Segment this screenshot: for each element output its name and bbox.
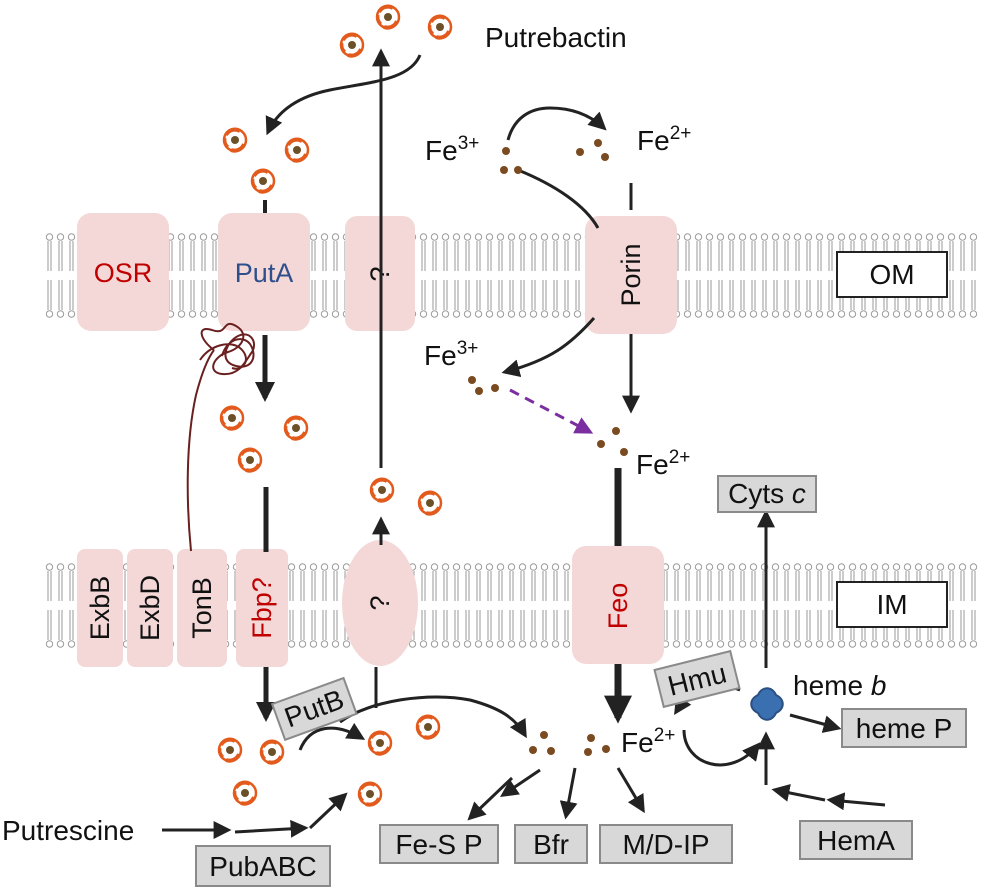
iron-ion-icon (468, 376, 499, 395)
svg-text:Cyts c: Cyts c (728, 478, 806, 509)
box-heme-p-label: heme P (856, 713, 953, 744)
box-m-d-ip: M/D-IP (599, 824, 733, 864)
siderophore-icon (259, 739, 285, 765)
putrebactin-label: Putrebactin (485, 22, 627, 53)
fe3-reduction-arrow (509, 388, 594, 434)
tonb-tether (186, 323, 256, 552)
protein-tonb-label: TonB (187, 577, 217, 639)
protein-feo: Feo (572, 546, 664, 664)
fe2-top-label: Fe2+ (637, 123, 691, 156)
box-fe-s-p-label: Fe-S P (395, 829, 482, 860)
siderophore-icon (219, 405, 245, 431)
siderophore-icon (357, 781, 383, 807)
protein-osr: OSR (77, 213, 169, 331)
protein-puta: PutA (218, 213, 310, 331)
protein-tonb: TonB (177, 549, 227, 667)
box-bfr: Bfr (514, 824, 588, 864)
box-pubabc-label: PubABC (209, 851, 316, 882)
heme-b-label: heme b (793, 670, 886, 701)
protein-fbp: Fbp? (236, 549, 288, 667)
siderophore-icon (415, 714, 441, 740)
protein-feo-label: Feo (603, 583, 633, 630)
im-label-box: IM (836, 581, 948, 628)
protein-fbp-label: Fbp? (247, 577, 277, 639)
siderophore-icon (237, 447, 263, 473)
box-hema-label: HemA (817, 825, 895, 856)
iron-ion-icons (468, 139, 628, 756)
box-hema: HemA (799, 820, 913, 860)
iron-ion-icon (576, 139, 609, 161)
siderophore-icon (232, 780, 258, 806)
protein-exbb: ExbB (77, 549, 123, 667)
fe2-mid-label: Fe2+ (636, 447, 690, 480)
siderophore-icon (417, 490, 443, 516)
siderophore-icon (369, 477, 395, 503)
box-pubabc: PubABC (195, 845, 331, 887)
box-hmu-label: Hmu (665, 657, 730, 701)
box-fe-s-p: Fe-S P (379, 824, 499, 864)
fe3-mid-label: Fe3+ (424, 338, 478, 371)
protein-exbd-label: ExbD (135, 575, 165, 641)
heme-icon (750, 687, 784, 721)
box-bfr-label: Bfr (533, 829, 569, 860)
arrows (162, 48, 886, 839)
box-heme-p: heme P (841, 708, 967, 748)
siderophore-icon (339, 32, 365, 58)
protein-exbd: ExbD (127, 549, 173, 667)
outer-membrane (45, 233, 980, 318)
iron-ion-icon (529, 731, 610, 756)
siderophore-icon (367, 730, 393, 756)
siderophore-icon (250, 168, 276, 194)
fe2-bottom-label: Fe2+ (621, 725, 675, 758)
siderophore-icon (284, 137, 310, 163)
box-cyts-c: Cyts c (717, 475, 817, 513)
siderophore-icon (217, 737, 243, 763)
protein-im-unknown: ? (342, 540, 418, 666)
protein-porin: Porin (585, 216, 677, 334)
om-label: OM (869, 259, 914, 290)
siderophore-icon (375, 4, 401, 30)
protein-im-unknown-label: ? (365, 595, 395, 610)
protein-exbb-label: ExbB (85, 576, 115, 641)
om-label-box: OM (836, 251, 948, 298)
siderophore-icon (283, 415, 309, 441)
im-label: IM (876, 589, 907, 620)
siderophore-icon (222, 127, 248, 153)
fe3-top-label: Fe3+ (425, 133, 479, 166)
box-m-d-ip-label: M/D-IP (622, 829, 709, 860)
protein-porin-label: Porin (616, 243, 646, 306)
siderophore-icon (427, 14, 453, 40)
iron-ion-icon (597, 427, 628, 456)
box-hmu: Hmu (653, 649, 741, 709)
protein-osr-label: OSR (94, 258, 153, 288)
protein-puta-label: PutA (235, 258, 294, 288)
putrescine-label: Putrescine (2, 815, 134, 846)
iron-ion-icon (500, 147, 522, 174)
